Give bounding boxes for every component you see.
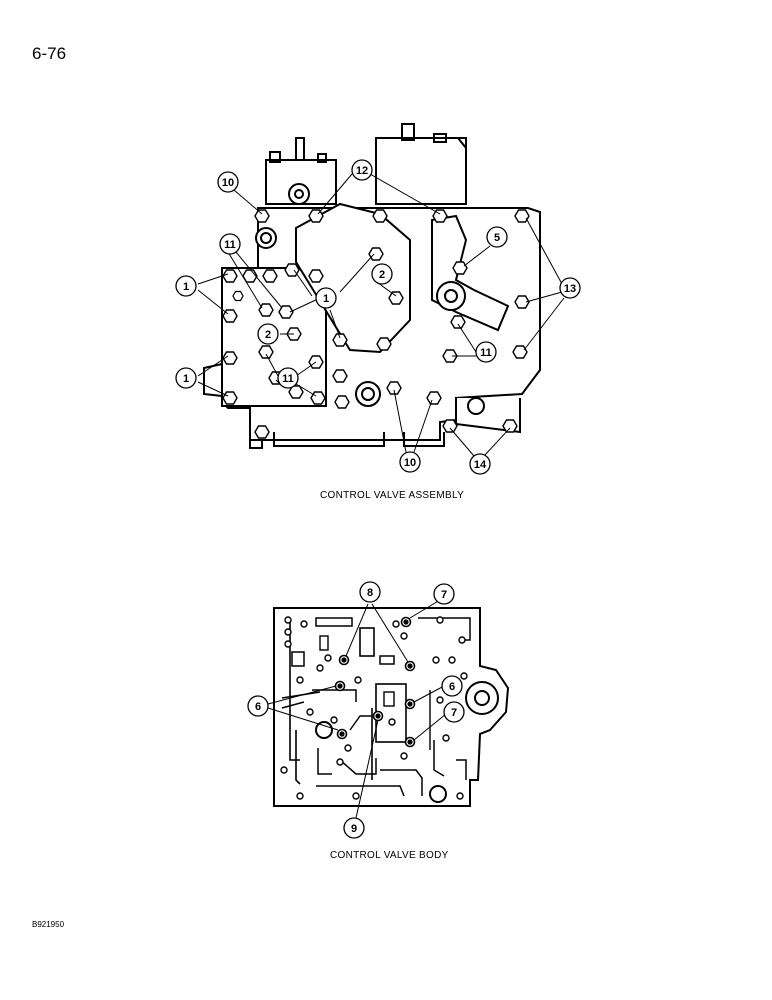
callout-1-center: 1 — [323, 293, 329, 305]
callout-14: 14 — [474, 459, 487, 471]
valve-body-leader-lines — [267, 599, 447, 819]
assembly-callouts — [175, 159, 581, 475]
assembly-leader-lines — [197, 173, 565, 457]
callout-1-upper-left: 1 — [183, 281, 189, 293]
callout-8: 8 — [367, 587, 373, 599]
callout-6-right: 6 — [449, 681, 455, 693]
callout-2-left: 2 — [265, 329, 271, 341]
callout-7-lower: 7 — [451, 707, 457, 719]
callout-11-top: 11 — [224, 239, 236, 251]
callout-6-left: 6 — [255, 701, 261, 713]
callout-5: 5 — [494, 232, 500, 244]
callout-7-top: 7 — [441, 589, 447, 601]
valve-body-callouts — [247, 581, 465, 839]
valve-body-holes — [280, 616, 468, 800]
callout-9: 9 — [351, 823, 357, 835]
figure-caption-valve-body: CONTROL VALVE BODY — [330, 850, 449, 861]
callout-11-lower: 11 — [282, 373, 294, 385]
callout-10-bottom: 10 — [404, 457, 416, 469]
callout-1-lower-left: 1 — [183, 373, 189, 385]
valve-body-drawing — [273, 607, 510, 807]
callout-12: 12 — [356, 165, 368, 177]
callout-2-right: 2 — [379, 269, 385, 281]
callout-13: 13 — [564, 283, 576, 295]
valve-body-check-balls — [334, 616, 416, 748]
document-code: B921950 — [32, 920, 65, 929]
figure-caption-assembly: CONTROL VALVE ASSEMBLY — [320, 490, 465, 501]
page-number: 6-76 — [32, 44, 67, 63]
callout-11-right: 11 — [480, 347, 492, 359]
callout-10-top: 10 — [222, 177, 234, 189]
